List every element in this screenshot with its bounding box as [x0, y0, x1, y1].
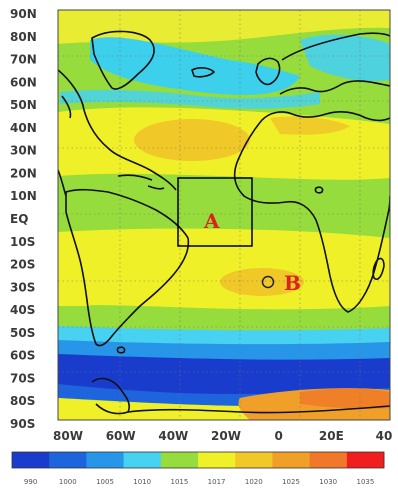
colorbar-tick-label: 1025	[282, 478, 300, 486]
longitude-label: 40	[376, 429, 393, 443]
latitude-labels: 90N 80N 70N 60N 50N 40N 30N 20N 10N EQ 10S 20S 30S 40…	[10, 7, 37, 431]
grid-lines	[58, 10, 390, 420]
longitude-label: 20W	[211, 429, 241, 443]
longitude-label: 20E	[319, 429, 344, 443]
latitude-label: 90N	[10, 7, 37, 21]
map-border	[57, 9, 391, 421]
colorbar-segment	[198, 452, 236, 468]
longitude-labels: 80W 60W 40W 20W 0 20E 40	[53, 429, 392, 443]
latitude-label: 80S	[10, 394, 35, 408]
latitude-label: 90S	[10, 417, 35, 431]
colorbar-border	[11, 451, 385, 469]
latitude-label: EQ	[10, 212, 28, 226]
longitude-label: 80W	[53, 429, 83, 443]
colorbar-tick-label: 990	[24, 478, 37, 486]
region-a-label: A	[203, 209, 220, 233]
region-a-box	[177, 177, 253, 247]
latitude-label: 50N	[10, 98, 37, 112]
colorbar-tick-label: 1035	[356, 478, 374, 486]
latitude-label: 20S	[10, 258, 35, 272]
point-b-marker	[261, 275, 275, 289]
colorbar-tick-label: 1017	[208, 478, 226, 486]
latitude-label: 10N	[10, 189, 37, 203]
map-panel	[58, 10, 390, 420]
latitude-label: 20N	[10, 166, 37, 180]
colorbar	[11, 451, 385, 469]
colorbar-tick-label: 1000	[59, 478, 77, 486]
colorbar-tick-label: 1005	[96, 478, 114, 486]
colorbar-segment	[12, 452, 50, 468]
colorbar-segment	[272, 452, 310, 468]
point-b-label: B	[284, 271, 301, 295]
latitude-label: 70N	[10, 53, 37, 67]
longitude-label: 0	[274, 429, 282, 443]
latitude-label: 30S	[10, 280, 35, 294]
latitude-label: 50S	[10, 326, 35, 340]
coastlines	[58, 30, 390, 415]
colorbar-tick-label: 1015	[170, 478, 188, 486]
colorbar-segment	[123, 452, 162, 468]
latitude-label: 60N	[10, 75, 37, 89]
colorbar-segment	[235, 452, 273, 468]
colorbar-tick-label: 1020	[245, 478, 263, 486]
colorbar-segment	[49, 452, 87, 468]
colorbar-segment	[160, 452, 199, 468]
colorbar-tick-label: 1030	[319, 478, 337, 486]
latitude-label: 60S	[10, 349, 35, 363]
latitude-label: 40S	[10, 303, 35, 317]
latitude-label: 70S	[10, 371, 35, 385]
colorbar-labels: 990 1000 1005 1010 1015 1017 1020 1025 1030 1035	[24, 478, 374, 486]
latitude-label: 40N	[10, 121, 37, 135]
latitude-label: 10S	[10, 235, 35, 249]
longitude-label: 40W	[158, 429, 188, 443]
colorbar-segment	[346, 452, 385, 468]
longitude-label: 60W	[106, 429, 136, 443]
colorbar-segment	[86, 452, 124, 468]
latitude-label: 80N	[10, 30, 37, 44]
latitude-label: 30N	[10, 144, 37, 158]
colorbar-segment	[309, 452, 348, 468]
colorbar-tick-label: 1010	[133, 478, 151, 486]
